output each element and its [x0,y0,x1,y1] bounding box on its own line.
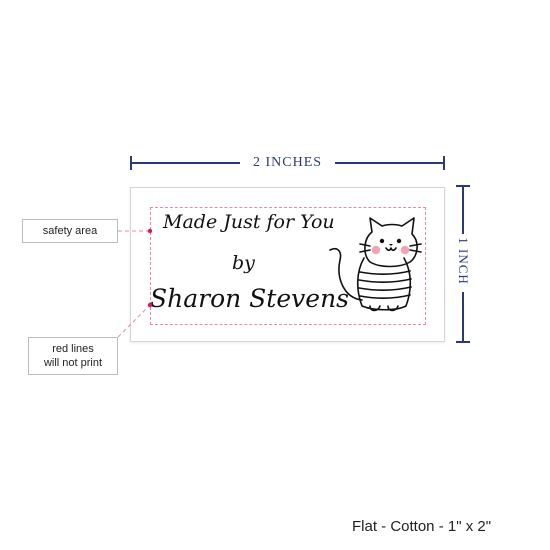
striped-cat-icon [329,217,422,312]
width-dimension: 2 INCHES [130,155,445,170]
red-lines-text-1: red lines [52,343,94,355]
safety-area-callout: safety area [22,219,118,243]
width-label: 2 INCHES [252,155,323,170]
label-preview [130,187,445,342]
height-dimension: 1 INCH [456,185,471,343]
label-text-line-2: by [232,252,255,274]
red-lines-callout: red lines will not print [28,337,118,375]
label-text-line-1: Made Just for You [163,211,335,233]
label-text-line-3: Sharon Stevens [150,284,349,313]
safety-area-text: safety area [42,225,98,237]
safety-area-outline [150,207,426,325]
red-lines-text-2: will not print [43,357,103,369]
product-spec-caption: Flat - Cotton - 1" x 2" [352,518,492,535]
